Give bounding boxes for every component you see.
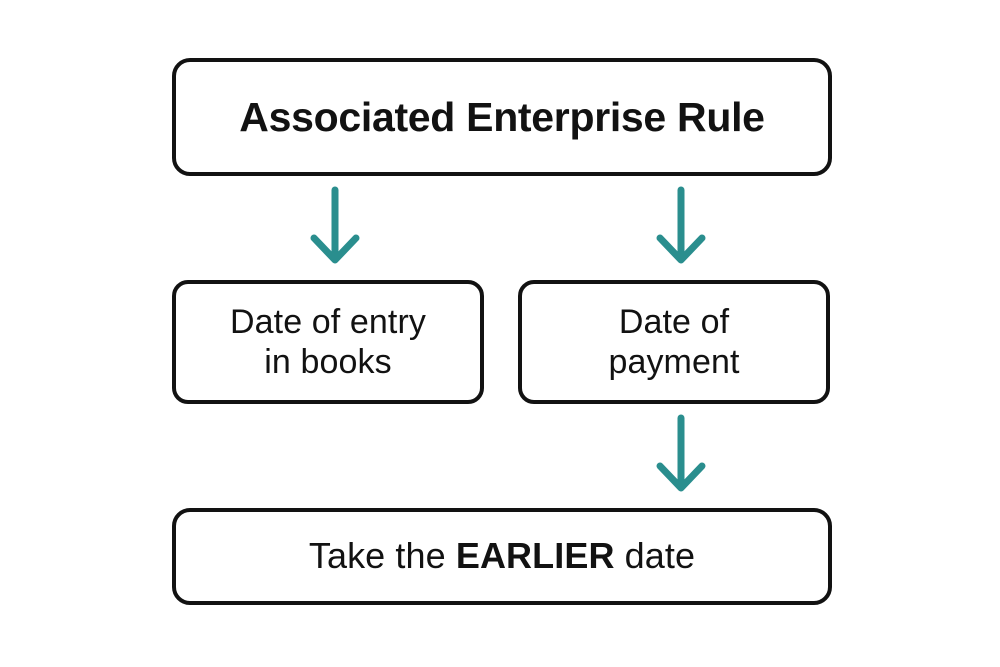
arrow-date-of-payment-to-result	[656, 414, 706, 492]
result-suffix-text: date	[614, 535, 696, 577]
node-associated-enterprise-rule: Associated Enterprise Rule	[172, 58, 832, 176]
node-label-date-of-entry-in-books: Date of entry in books	[230, 302, 426, 381]
arrow-root-to-date-of-payment	[656, 186, 706, 264]
result-prefix-text: Take the	[308, 535, 456, 577]
node-label-result: Take the EARLIER date	[309, 535, 695, 577]
node-date-of-entry-in-books: Date of entry in books	[172, 280, 484, 404]
node-take-the-earlier-date: Take the EARLIER date	[172, 508, 832, 605]
node-date-of-payment: Date of payment	[518, 280, 830, 404]
node-label-date-of-payment: Date of payment	[608, 302, 740, 381]
arrow-root-to-date-of-entry	[310, 186, 360, 264]
result-emphasis-text: EARLIER	[455, 535, 615, 577]
node-label-root: Associated Enterprise Rule	[239, 93, 765, 140]
